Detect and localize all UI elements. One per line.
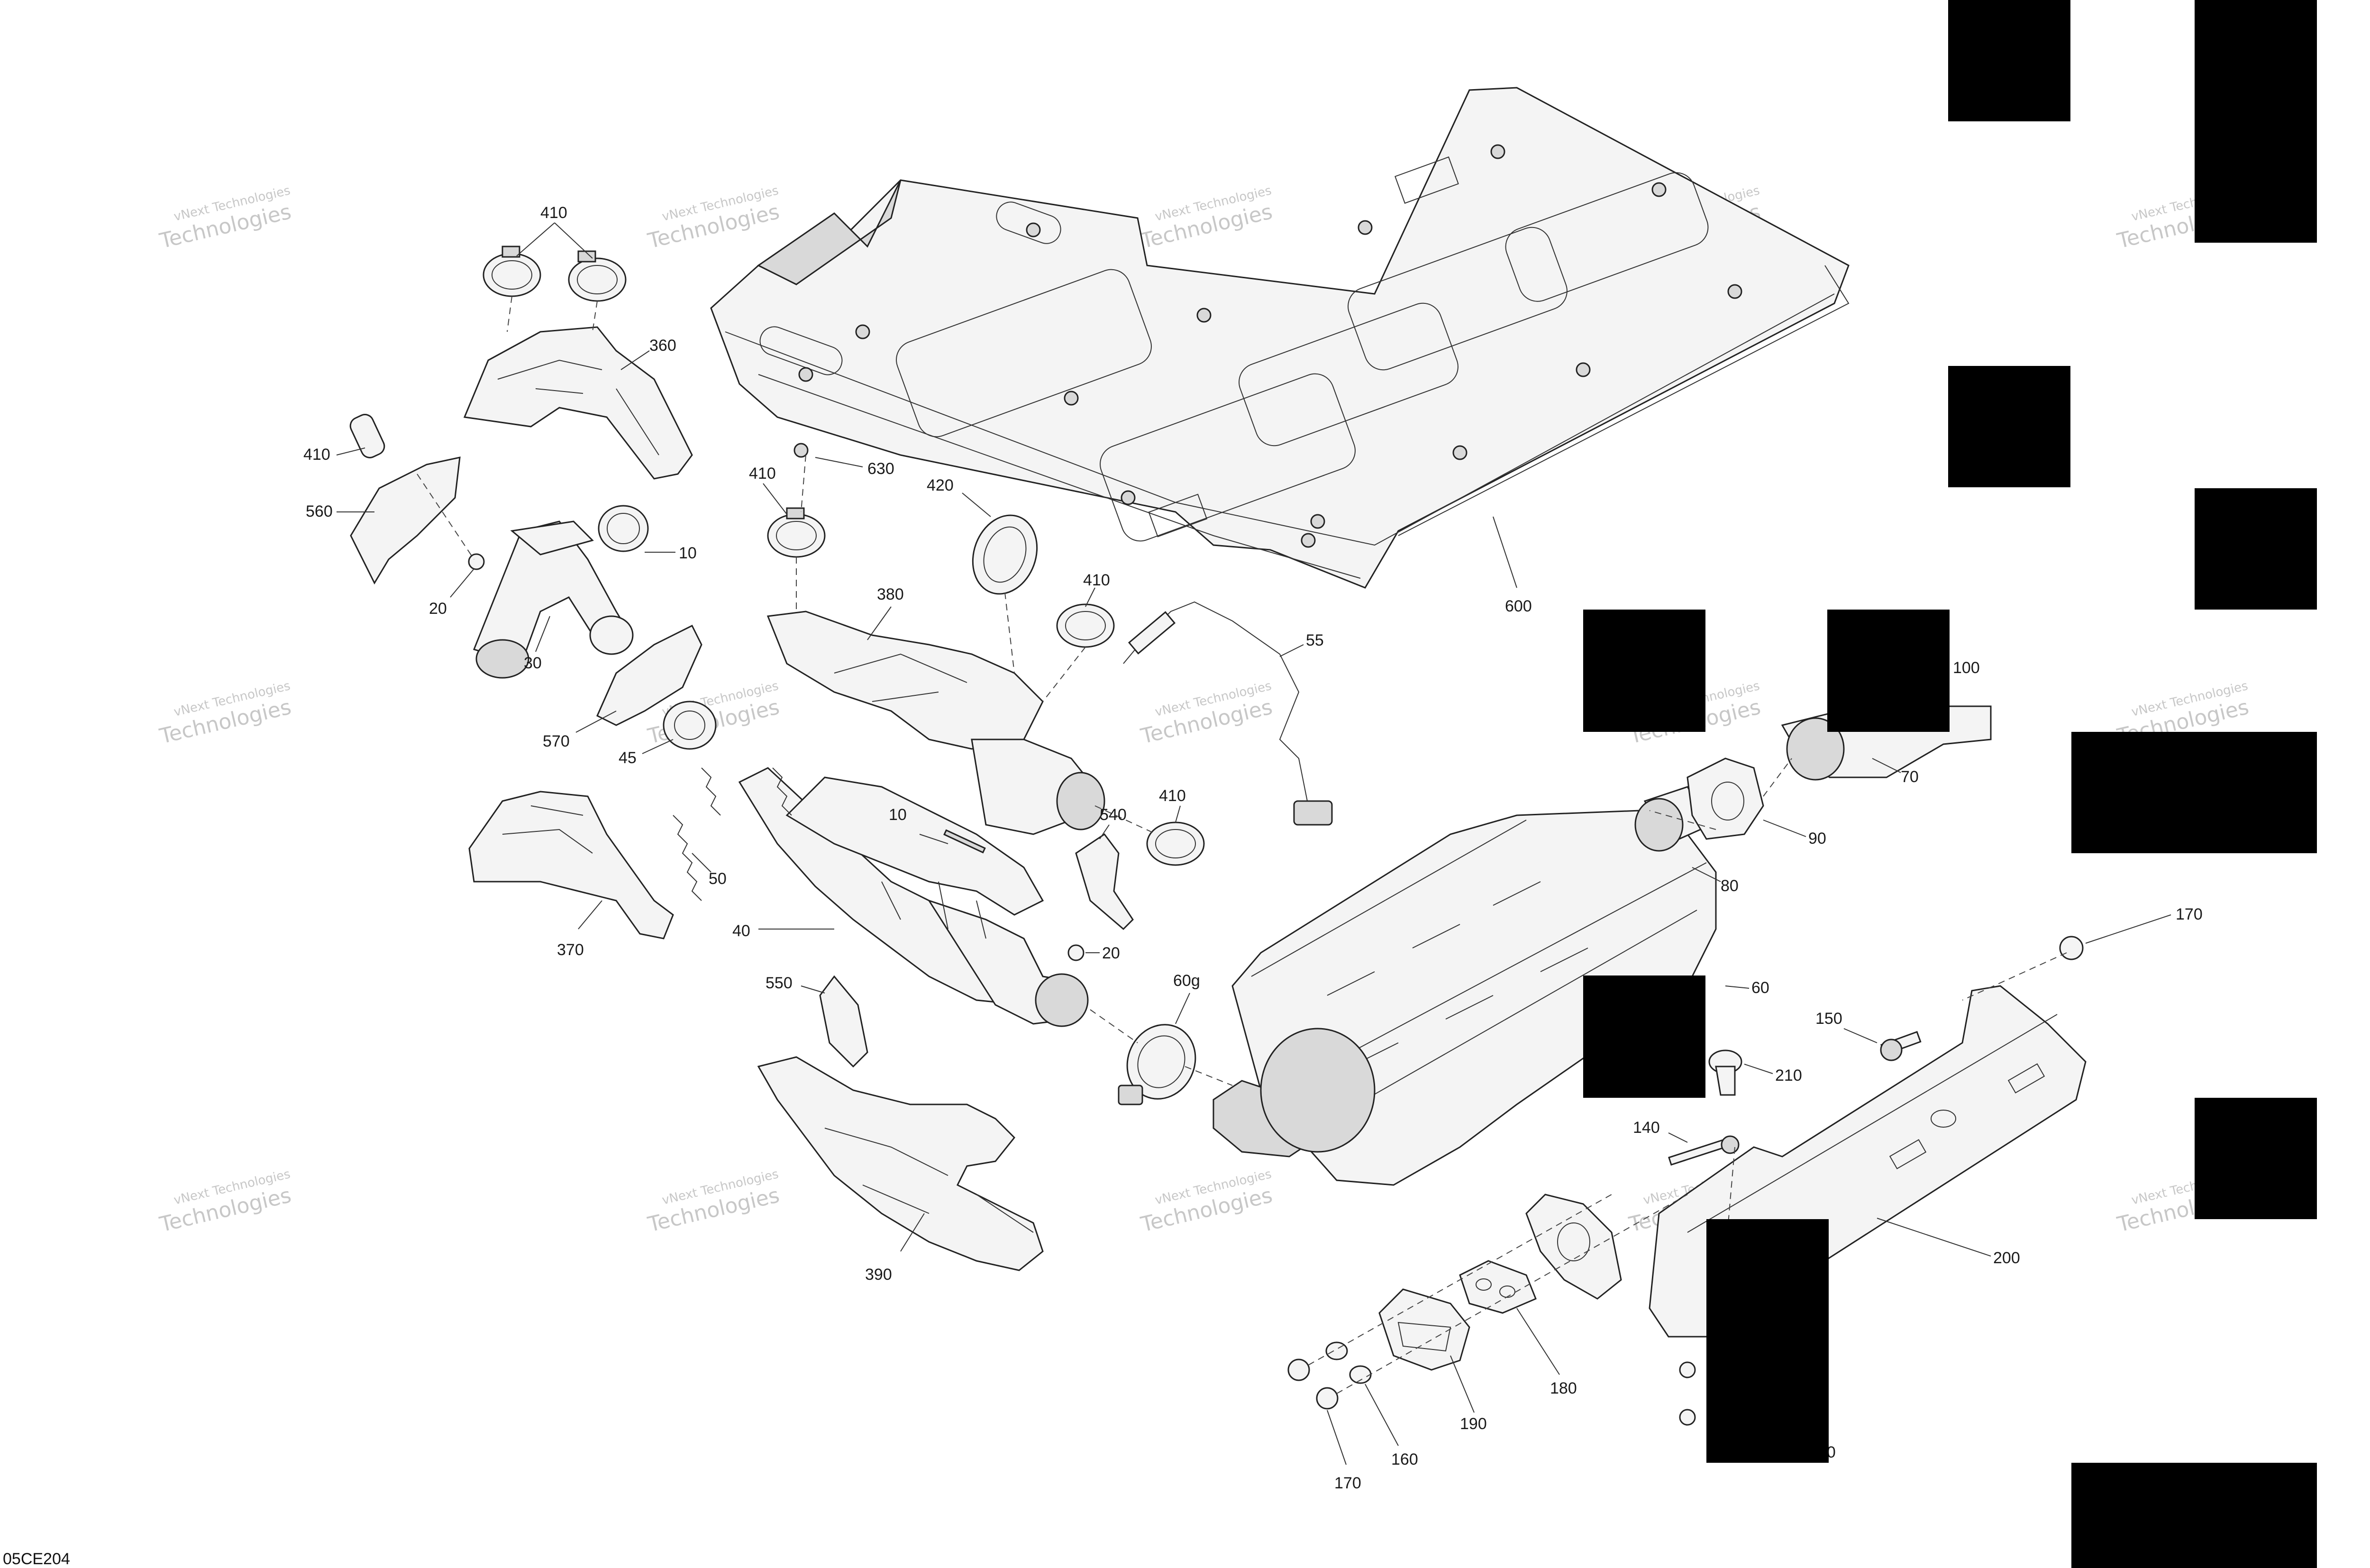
seal-45 (663, 701, 717, 750)
redaction-block (1583, 610, 1705, 732)
callout-30: 30 (524, 654, 542, 672)
heat-shield-360 (463, 326, 693, 480)
nut-170 (1287, 1358, 1310, 1381)
clamp-410 (767, 507, 826, 558)
callout-60g: 60g (1173, 972, 1200, 990)
callout-630: 630 (867, 460, 894, 478)
hanger-bracket (1525, 1194, 1622, 1300)
spring-50 (673, 815, 702, 901)
callout-55: 55 (1306, 631, 1324, 649)
callout-570: 570 (543, 732, 570, 750)
gasket-10 (598, 505, 649, 552)
nut-20 (1067, 944, 1085, 961)
skid-plate-600 (710, 87, 1850, 589)
nut-20 (468, 553, 485, 570)
catalyst-pipe (971, 738, 1105, 835)
diagram-code: 05CE204 (3, 1550, 70, 1568)
callout-45: 45 (619, 749, 637, 767)
bolt-150 (1880, 1030, 1922, 1061)
redaction-block (2195, 488, 2317, 610)
redaction-block (2071, 732, 2317, 853)
callout-360: 360 (649, 337, 676, 355)
clamp-60g (1118, 1024, 1196, 1105)
heat-shield-570 (596, 624, 702, 726)
heat-shield-390 (757, 1056, 1044, 1271)
callout-10: 10 (889, 806, 907, 824)
exhaust-pipe-40 (738, 767, 1089, 1027)
heat-shield-370 (468, 791, 674, 939)
callout-80: 80 (1721, 877, 1739, 895)
clamp-420 (972, 514, 1038, 595)
callout-420: 420 (927, 476, 954, 494)
callout-600: 600 (1505, 597, 1532, 615)
redaction-block (2195, 0, 2317, 243)
nut-630 (793, 443, 809, 458)
callout-40: 40 (732, 922, 750, 940)
o2-sensor-55 (1123, 601, 1333, 826)
redaction-block (1583, 975, 1705, 1098)
redaction-block (1827, 610, 1950, 732)
callout-labels: 410 360 410 560 20 30 10 570 45 410 630 … (303, 204, 2203, 1492)
heat-shield-380 (766, 611, 1044, 750)
heat-shield-540 (1075, 833, 1134, 930)
clamp-410 (1056, 603, 1115, 648)
callout-370: 370 (557, 941, 584, 959)
clamp-410 (568, 250, 627, 302)
callout-200: 200 (1993, 1249, 2020, 1267)
callout-20: 20 (429, 600, 447, 618)
callout-10: 10 (679, 544, 697, 562)
callout-170: 170 (1334, 1474, 1361, 1492)
washer-160 (1325, 1341, 1348, 1360)
gasket-90 (1686, 757, 1764, 840)
callout-190: 190 (1460, 1415, 1487, 1433)
callout-410: 410 (1159, 787, 1186, 805)
callout-210: 210 (1775, 1067, 1802, 1085)
muffler-60 (1212, 810, 1717, 1186)
redaction-block (2071, 1463, 2317, 1568)
isolator-190 (1378, 1288, 1470, 1371)
redaction-block (1948, 0, 2070, 121)
exhaust-pipe-30 (473, 520, 634, 679)
clamp-410-small (349, 414, 385, 458)
clamp-410 (1146, 821, 1205, 866)
callout-100: 100 (1953, 659, 1980, 677)
callout-170: 170 (2176, 905, 2203, 923)
callout-160: 160 (1391, 1450, 1418, 1468)
callout-560: 560 (306, 502, 333, 520)
redaction-block (1706, 1219, 1829, 1463)
spring-50 (701, 767, 792, 816)
redaction-block (2195, 1098, 2317, 1219)
callout-70: 70 (1901, 768, 1919, 786)
nut-170 (2059, 936, 2084, 960)
callout-90: 90 (1808, 830, 1826, 848)
callout-20: 20 (1102, 944, 1120, 962)
callout-150: 150 (1815, 1010, 1842, 1028)
nut-20 (1679, 1409, 1696, 1426)
grommet-210 (1708, 1049, 1742, 1096)
redaction-block (1948, 366, 2070, 487)
callout-410: 410 (303, 446, 330, 464)
callout-180: 180 (1550, 1379, 1577, 1397)
callout-60: 60 (1751, 979, 1769, 997)
callout-410: 410 (749, 465, 776, 483)
callout-50: 50 (709, 870, 727, 888)
nut-20 (1679, 1361, 1696, 1378)
redaction-blocks (1583, 0, 2317, 1568)
bolt-140 (1668, 1135, 1740, 1166)
callout-540: 540 (1100, 806, 1127, 824)
callout-140: 140 (1633, 1119, 1660, 1137)
callout-410: 410 (540, 204, 567, 222)
callout-410: 410 (1083, 571, 1110, 589)
callout-380: 380 (877, 585, 904, 603)
heat-shield-550 (819, 975, 868, 1068)
heat-shield-560 (350, 456, 461, 585)
callout-550: 550 (766, 974, 793, 992)
nut-170 (1316, 1387, 1339, 1410)
callout-390: 390 (865, 1266, 892, 1284)
gasket-10-small (943, 829, 986, 854)
damper-180 (1459, 1260, 1537, 1314)
clamp-410 (483, 246, 541, 297)
